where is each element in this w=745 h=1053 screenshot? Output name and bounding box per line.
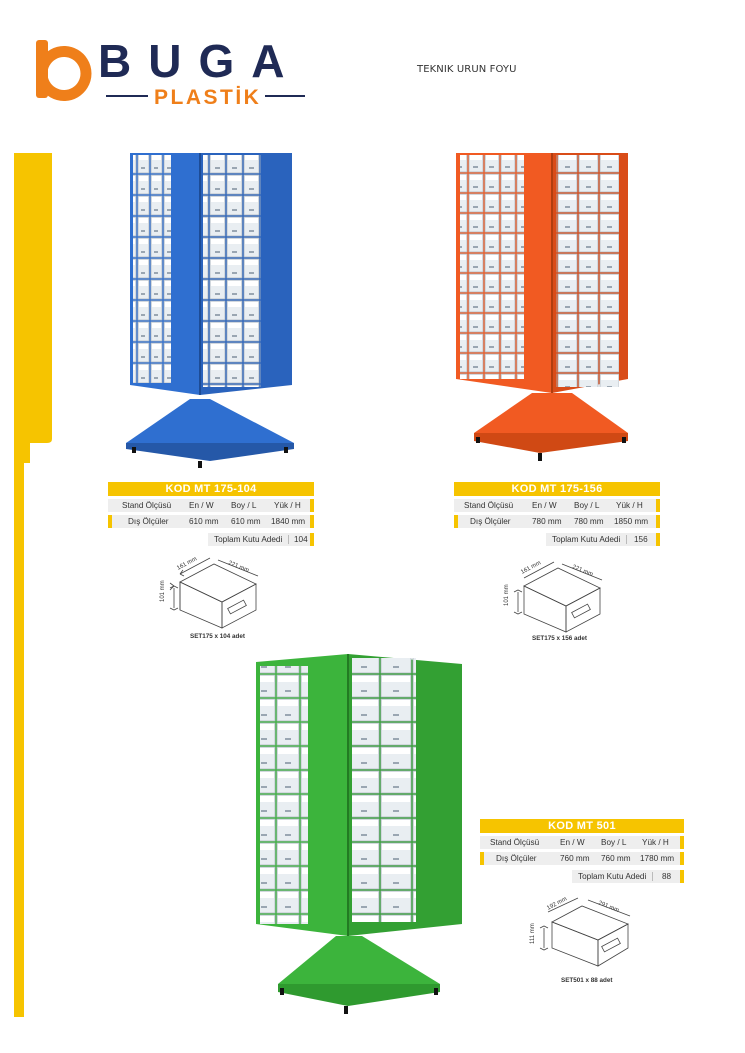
product-image-green-stand <box>256 654 462 1014</box>
spec-total-row: Toplam Kutu Adedi 88 <box>572 870 684 883</box>
label-total: Toplam Kutu Adedi <box>552 535 621 544</box>
label-outer: Dış Ölçüler <box>470 517 511 526</box>
label-width: En / W <box>532 501 557 510</box>
spec-table-3: KOD MT 501 Stand Ölçüsü En / W Boy / L Y… <box>480 819 684 885</box>
brand-name: BUGA <box>98 35 301 87</box>
value-width: 780 mm <box>532 517 562 526</box>
spec-table-2: KOD MT 175-156 Stand Ölçüsü En / W Boy /… <box>454 482 660 548</box>
spec-total-row: Toplam Kutu Adedi 156 <box>546 533 660 546</box>
label-length: Boy / L <box>574 501 600 510</box>
dim-width: 161 mm <box>176 556 198 571</box>
label-length: Boy / L <box>601 838 627 847</box>
label-stand: Stand Ölçüsü <box>464 501 514 510</box>
dim-width: 161 mm <box>520 560 542 575</box>
brand-mark-icon <box>36 40 92 101</box>
product-code: KOD MT 175-104 <box>108 482 314 496</box>
value-height: 1850 mm <box>614 517 649 526</box>
box-caption-3: SET501 x 88 adet <box>561 977 613 984</box>
product-code: KOD MT 175-156 <box>454 482 660 496</box>
spec-header-row: Stand Ölçüsü En / W Boy / L Yük / H <box>454 499 660 512</box>
spec-table-1: KOD MT 175-104 Stand Ölçüsü En / W Boy /… <box>108 482 314 548</box>
label-height: Yük / H <box>274 501 301 510</box>
dim-length: 291 mm <box>597 900 619 914</box>
label-outer: Dış Ölçüler <box>128 517 169 526</box>
label-total: Toplam Kutu Adedi <box>578 872 647 881</box>
box-caption-1: SET175 x 104 adet <box>190 633 245 640</box>
spec-total-row: Toplam Kutu Adedi 104 <box>208 533 314 546</box>
spec-header-row: Stand Ölçüsü En / W Boy / L Yük / H <box>108 499 314 512</box>
product-code: KOD MT 501 <box>480 819 684 833</box>
label-outer: Dış Ölçüler <box>496 854 537 863</box>
value-length: 610 mm <box>231 517 261 526</box>
box-diagram-3: 192 mm 291 mm 111 mm <box>530 896 631 967</box>
label-height: Yük / H <box>616 501 643 510</box>
label-stand: Stand Ölçüsü <box>490 838 540 847</box>
spec-value-row: Dış Ölçüler 760 mm 760 mm 1780 mm <box>480 852 684 865</box>
dim-height: 101 mm <box>504 584 510 606</box>
product-image-orange-stand <box>456 153 628 461</box>
dim-height: 101 mm <box>160 580 166 602</box>
value-length: 760 mm <box>601 854 631 863</box>
spec-header-row: Stand Ölçüsü En / W Boy / L Yük / H <box>480 836 684 849</box>
box-caption-2: SET175 x 156 adet <box>532 635 587 642</box>
label-length: Boy / L <box>231 501 257 510</box>
label-width: En / W <box>189 501 214 510</box>
brand-sub: PLASTİK <box>154 86 261 109</box>
value-length: 780 mm <box>574 517 604 526</box>
label-stand: Stand Ölçüsü <box>122 501 172 510</box>
value-width: 610 mm <box>189 517 219 526</box>
label-total: Toplam Kutu Adedi <box>214 535 283 544</box>
document-title: TEKNIK URUN FOYU <box>417 64 517 75</box>
box-diagram-1: 161 mm 221 mm 101 mm <box>160 556 259 629</box>
value-width: 760 mm <box>560 854 590 863</box>
spec-value-row: Dış Ölçüler 610 mm 610 mm 1840 mm <box>108 515 314 528</box>
box-diagram-2: 161 mm 221 mm 101 mm <box>504 560 603 633</box>
side-rail-decoration <box>14 153 52 1017</box>
spec-value-row: Dış Ölçüler 780 mm 780 mm 1850 mm <box>454 515 660 528</box>
label-height: Yük / H <box>642 838 669 847</box>
label-width: En / W <box>560 838 585 847</box>
dim-height: 111 mm <box>530 923 536 944</box>
value-height: 1840 mm <box>271 517 306 526</box>
value-total: 88 <box>662 872 672 881</box>
product-image-blue-stand <box>126 153 294 468</box>
value-total: 104 <box>294 535 308 544</box>
value-total: 156 <box>634 535 648 544</box>
value-height: 1780 mm <box>640 854 675 863</box>
brand-logo: BUGA PLASTİK <box>36 35 305 109</box>
